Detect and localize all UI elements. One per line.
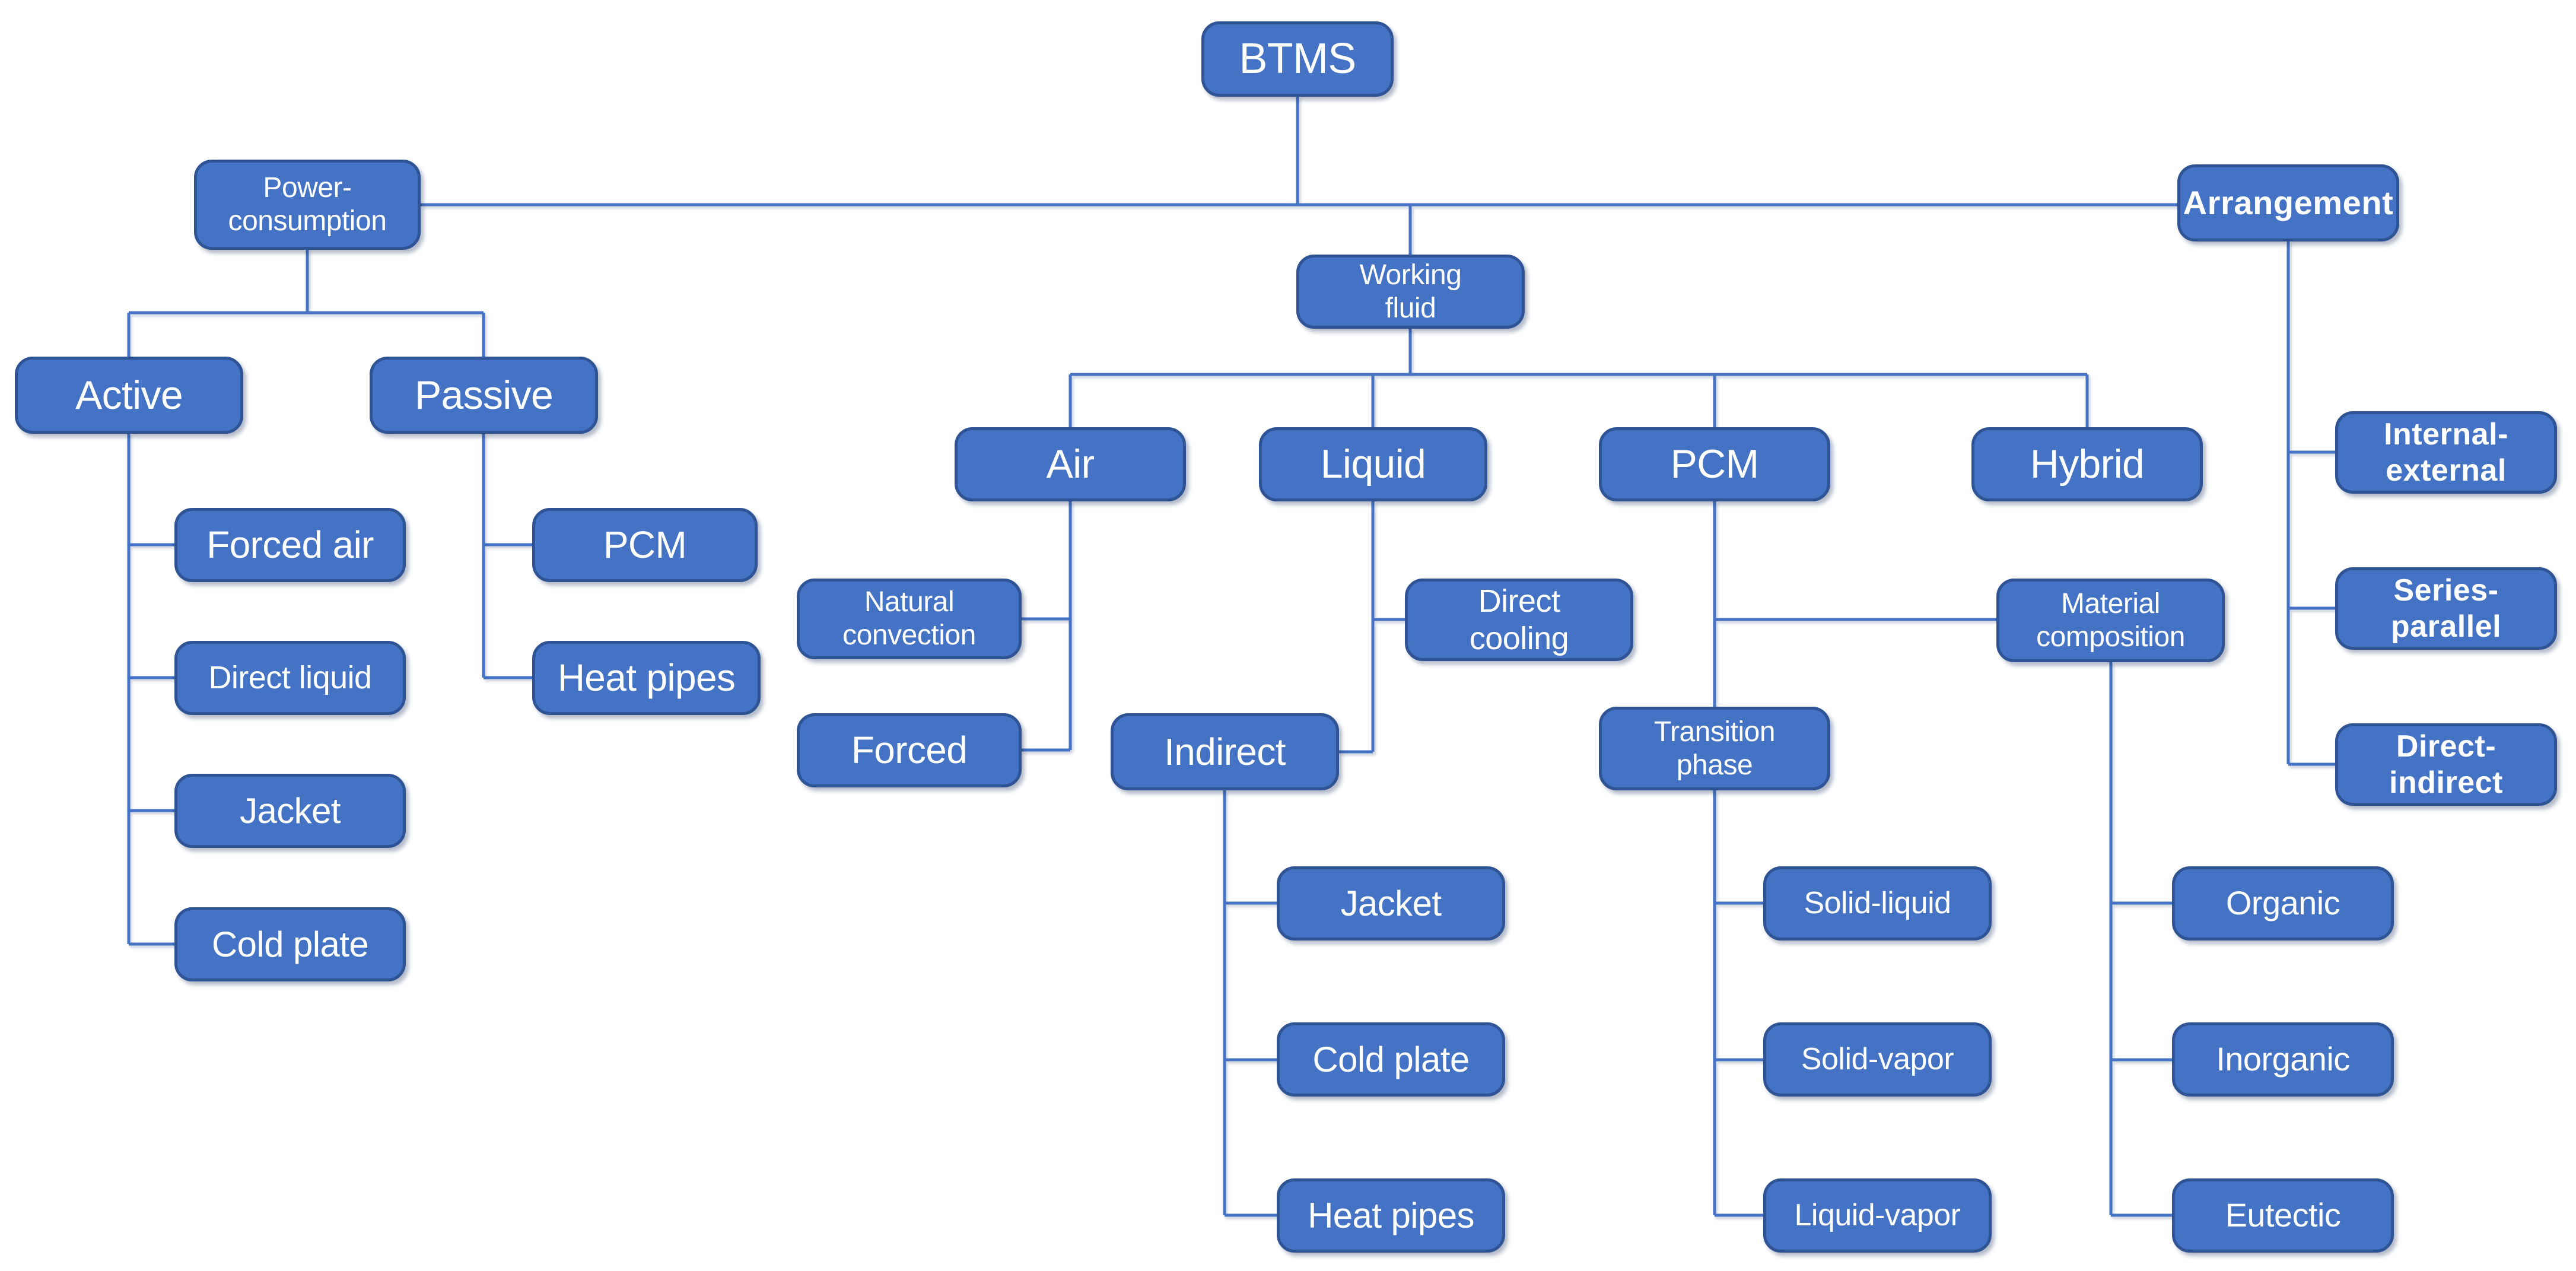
- connector-passive-children: [482, 434, 532, 679]
- node-liquid-vapor: Liquid-vapor: [1763, 1178, 1992, 1253]
- connector-active-children: [127, 434, 174, 946]
- node-hybrid: Hybrid: [1971, 427, 2203, 501]
- node-internal-external: Internal- external: [2335, 411, 2557, 494]
- node-pcm-passive: PCM: [532, 508, 758, 582]
- node-liquid: Liquid: [1259, 427, 1487, 501]
- connector-power-split: [127, 250, 485, 357]
- node-passive: Passive: [370, 357, 598, 434]
- node-active: Active: [15, 357, 243, 434]
- node-organic: Organic: [2172, 866, 2394, 940]
- node-pcm-working-fluid: PCM: [1599, 427, 1830, 501]
- node-solid-vapor: Solid-vapor: [1763, 1022, 1992, 1097]
- node-power-consumption: Power- consumption: [194, 160, 421, 250]
- node-material-composition: Material composition: [1996, 579, 2225, 662]
- node-direct-indirect: Direct- indirect: [2335, 723, 2557, 806]
- connector-indirect-children: [1223, 790, 1277, 1217]
- node-indirect: Indirect: [1111, 713, 1339, 790]
- node-forced-air: Forced air: [174, 508, 406, 582]
- node-btms: BTMS: [1201, 21, 1394, 97]
- node-direct-liquid: Direct liquid: [174, 641, 406, 715]
- node-air: Air: [955, 427, 1186, 501]
- connector-air-children: [1022, 501, 1072, 752]
- node-forced: Forced: [797, 713, 1022, 787]
- connector-transition-children: [1713, 790, 1763, 1217]
- connector-working-split: [1068, 329, 2089, 427]
- node-working-fluid: Working fluid: [1296, 255, 1525, 329]
- node-transition-phase: Transition phase: [1599, 707, 1830, 790]
- node-natural-convection: Natural convection: [797, 579, 1022, 659]
- connector-arrangement-children: [2286, 242, 2335, 766]
- connector-pcm-children: [1713, 501, 1996, 707]
- node-heat-pipes-indirect: Heat pipes: [1277, 1178, 1505, 1253]
- connector-material-children: [2109, 662, 2172, 1217]
- node-cold-plate-indirect: Cold plate: [1277, 1022, 1505, 1097]
- node-eutectic: Eutectic: [2172, 1178, 2394, 1253]
- node-direct-cooling: Direct cooling: [1405, 579, 1633, 661]
- node-heat-pipes-passive: Heat pipes: [532, 641, 761, 715]
- node-inorganic: Inorganic: [2172, 1022, 2394, 1097]
- node-solid-liquid: Solid-liquid: [1763, 866, 1992, 940]
- node-jacket-indirect: Jacket: [1277, 866, 1505, 940]
- node-jacket-active: Jacket: [174, 774, 406, 848]
- node-arrangement: Arrangement: [2177, 164, 2399, 242]
- connector-liquid-children: [1339, 501, 1405, 754]
- node-cold-plate-active: Cold plate: [174, 907, 406, 981]
- node-series-parallel: Series- parallel: [2335, 567, 2557, 650]
